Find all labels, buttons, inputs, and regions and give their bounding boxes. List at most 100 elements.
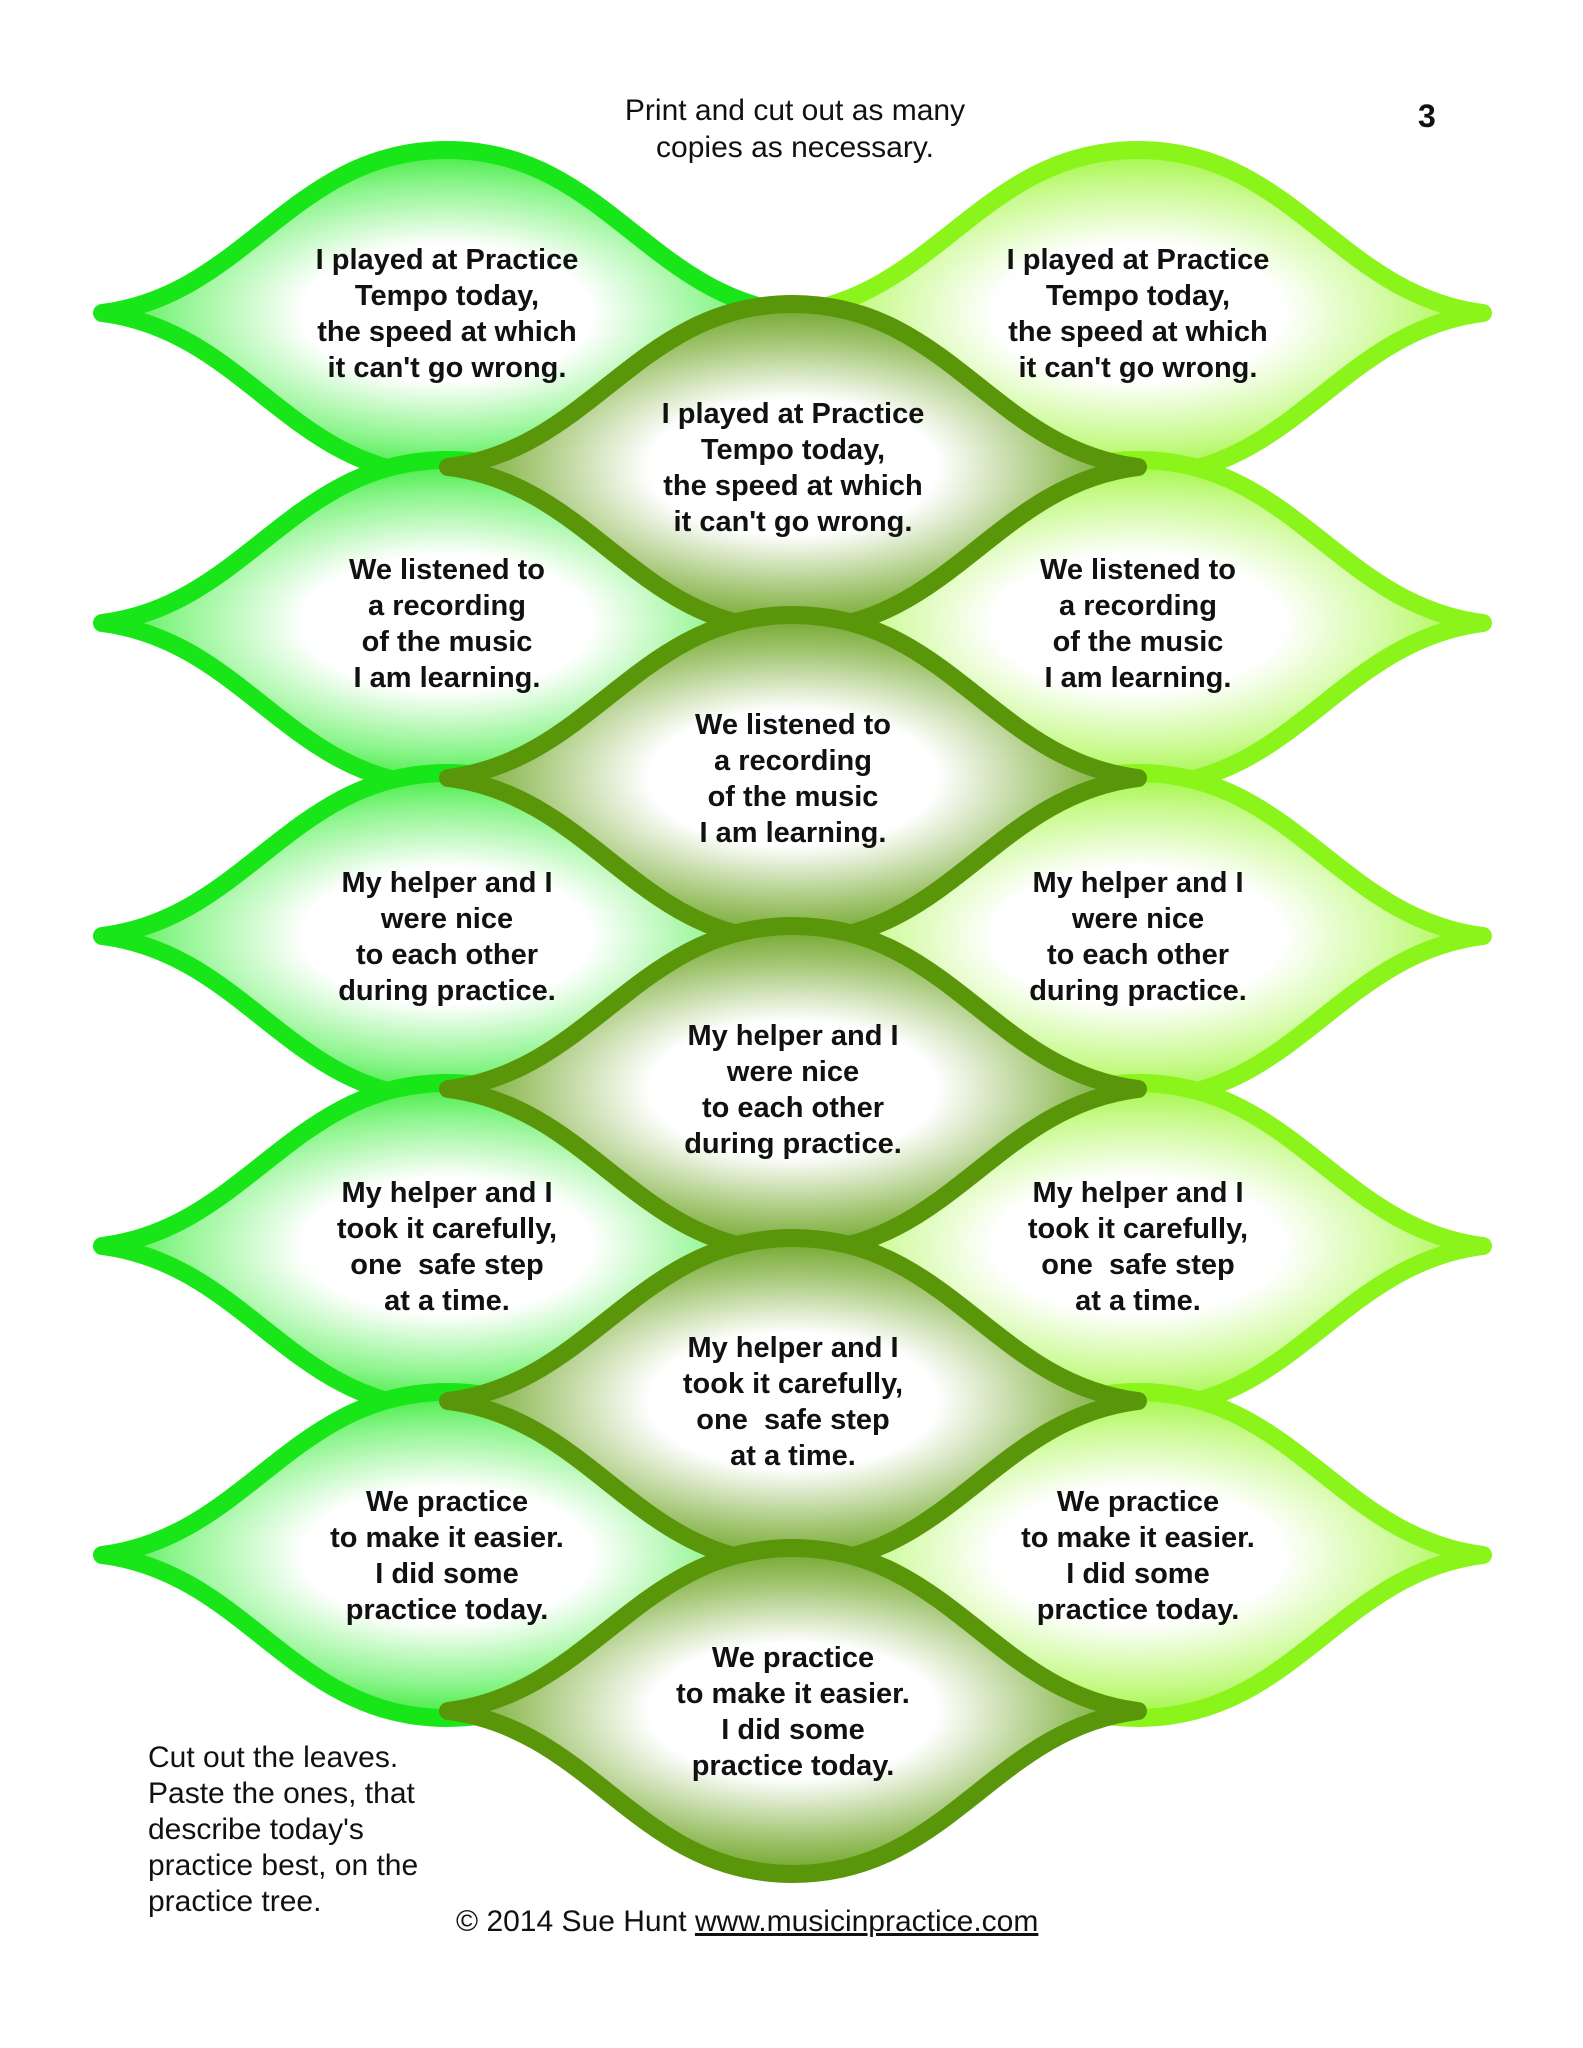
leaf-text-line: I did some (375, 1558, 518, 1590)
leaf-text-line: My helper and I (341, 867, 552, 899)
leaf-shape (439, 295, 1147, 639)
leaf-text-line: Tempo today, (1046, 280, 1230, 312)
leaf-text: We listened to a recording of the music I a… (695, 709, 891, 849)
leaf-text-line: My helper and I (1032, 1177, 1243, 1209)
leaf-text-line: I am learning. (700, 817, 887, 849)
leaf-text-line: We listened to (695, 709, 891, 741)
leaf-text-line: I played at Practice (316, 244, 579, 276)
leaf-text-line: We practice (712, 1642, 874, 1674)
print-instructions: Print and cut out as many copies as nece… (560, 92, 1030, 166)
leaf-text-line: practice today. (692, 1750, 895, 1782)
leaf-text-line: We listened to (1040, 554, 1236, 586)
leaf-text-line: the speed at which (663, 470, 922, 502)
leaf-text-line: at a time. (1075, 1285, 1201, 1317)
leaf-text-line: practice today. (346, 1594, 549, 1626)
leaf-text-line: My helper and I (1032, 867, 1243, 899)
leaf-text-line: took it carefully, (337, 1213, 557, 1245)
leaf-text-line: to each other (1047, 939, 1229, 971)
leaf-text: We practice to make it easier. I did some p… (330, 1486, 564, 1626)
leaf-center: We listened to a recording of the music I a… (439, 606, 1147, 950)
leaf-text-line: I am learning. (1045, 662, 1232, 694)
leaf-text-line: of the music (362, 626, 533, 658)
paste-instructions-line: Cut out the leaves. (148, 1741, 399, 1774)
leaf-text-line: We practice (1057, 1486, 1219, 1518)
leaf-text-line: a recording (368, 590, 526, 622)
leaf-text-line: to make it easier. (1021, 1522, 1255, 1554)
copyright-text: © 2014 Sue Hunt (456, 1905, 695, 1938)
leaf-text-line: I did some (721, 1714, 864, 1746)
leaf-text: My helper and I were nice to each other dur… (338, 867, 556, 1007)
leaf-text-line: a recording (714, 745, 872, 777)
leaf-text: My helper and I took it carefully, one saf… (683, 1332, 903, 1472)
leaf-shape (439, 1539, 1147, 1883)
leaf-center: My helper and I took it carefully, one saf… (439, 1229, 1147, 1573)
leaf-text-line: My helper and I (687, 1332, 898, 1364)
leaf-text-line: Tempo today, (701, 434, 885, 466)
website-link[interactable]: www.musicinpractice.com (694, 1905, 1039, 1938)
leaf-text-line: it can't go wrong. (328, 352, 567, 384)
leaf-text-line: the speed at which (317, 316, 576, 348)
paste-instructions-line: Paste the ones, that (148, 1777, 415, 1810)
page-number: 3 (1418, 98, 1436, 134)
leaf-text-line: to each other (356, 939, 538, 971)
leaf-text-line: one safe step (696, 1404, 889, 1436)
print-instructions-line: Print and cut out as many (624, 94, 966, 127)
leaf-shape (439, 917, 1147, 1261)
copyright-footer: © 2014 Sue Hunt www.musicinpractice.com (456, 1905, 1038, 1939)
paste-instructions-line: describe today's (148, 1813, 364, 1846)
leaf-text-line: the speed at which (1008, 316, 1267, 348)
leaf-text-line: took it carefully, (1028, 1213, 1248, 1245)
leaf-text: My helper and I took it carefully, one saf… (1028, 1177, 1248, 1317)
leaf-text-line: of the music (1053, 626, 1224, 658)
leaf-text: We practice to make it easier. I did some p… (1021, 1486, 1255, 1626)
leaf-text-line: I did some (1066, 1558, 1209, 1590)
leaf-text-line: practice today. (1037, 1594, 1240, 1626)
leaf-text: We listened to a recording of the music I a… (349, 554, 545, 694)
leaf-text-line: during practice. (1029, 975, 1247, 1007)
leaf-text-line: I played at Practice (1007, 244, 1270, 276)
leaf-text-line: to make it easier. (676, 1678, 910, 1710)
paste-instructions-line: practice tree. (148, 1885, 322, 1918)
leaf-text-line: during practice. (684, 1128, 902, 1160)
leaf-center: We practice to make it easier. I did some p… (439, 1539, 1147, 1883)
leaf-text: My helper and I were nice to each other dur… (684, 1020, 902, 1160)
leaf-text-line: were nice (1071, 903, 1204, 935)
paste-instructions: Cut out the leaves. Paste the ones, that… (148, 1740, 478, 1920)
leaf-text-line: I am learning. (354, 662, 541, 694)
leaf-text-line: We practice (366, 1486, 528, 1518)
leaf-text-line: were nice (726, 1056, 859, 1088)
leaf-text-line: a recording (1059, 590, 1217, 622)
leaf-text-line: I played at Practice (662, 398, 925, 430)
leaf-text-line: were nice (380, 903, 513, 935)
leaf-text: My helper and I were nice to each other dur… (1029, 867, 1247, 1007)
leaf-text-line: took it carefully, (683, 1368, 903, 1400)
leaf-center: My helper and I were nice to each other dur… (439, 917, 1147, 1261)
leaf-text-line: during practice. (338, 975, 556, 1007)
leaf-text-line: it can't go wrong. (1019, 352, 1258, 384)
leaf-text-line: Tempo today, (355, 280, 539, 312)
leaf-text-line: to make it easier. (330, 1522, 564, 1554)
leaf-text-line: one safe step (350, 1249, 543, 1281)
leaf-shape (439, 606, 1147, 950)
leaf-text-line: at a time. (384, 1285, 510, 1317)
leaf-text-line: it can't go wrong. (674, 506, 913, 538)
leaf-text-line: of the music (708, 781, 879, 813)
leaf-text-line: My helper and I (687, 1020, 898, 1052)
print-instructions-line: copies as necessary. (656, 131, 934, 164)
leaf-text-line: My helper and I (341, 1177, 552, 1209)
leaf-text-line: one safe step (1041, 1249, 1234, 1281)
leaf-shape (439, 1229, 1147, 1573)
leaf-text-line: at a time. (730, 1440, 856, 1472)
paste-instructions-line: practice best, on the (148, 1849, 419, 1882)
leaf-text: My helper and I took it carefully, one saf… (337, 1177, 557, 1317)
leaf-text-line: to each other (702, 1092, 884, 1124)
leaf-text-line: We listened to (349, 554, 545, 586)
leaf-text: We listened to a recording of the music I a… (1040, 554, 1236, 694)
leaf-text: We practice to make it easier. I did some p… (676, 1642, 910, 1782)
